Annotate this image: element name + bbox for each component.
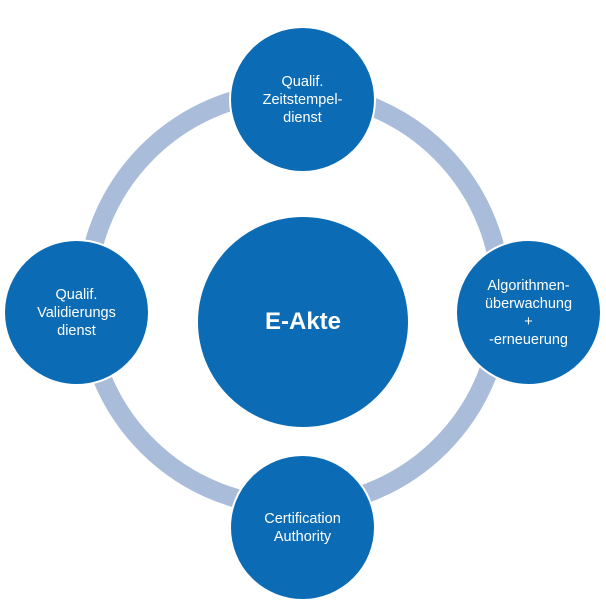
node-validierungsdienst-line-3: dienst	[57, 322, 96, 339]
node-validierungsdienst-label: Qualif. Validierungs dienst	[37, 286, 116, 340]
node-algorithmenueberwachung-label: Algorithmen- überwachung + -erneuerung	[485, 277, 572, 349]
node-algorithmenueberwachung: Algorithmen- überwachung + -erneuerung	[455, 239, 602, 386]
node-certification-authority-line-1: Certification	[264, 510, 341, 527]
node-zeitstempeldienst-line-2: Zeitstempel-	[262, 91, 343, 108]
node-algorithmenueberwachung-line-2: überwachung	[484, 295, 573, 312]
node-validierungsdienst-line-1: Qualif.	[55, 286, 98, 303]
node-certification-authority-label: Certification Authority	[264, 510, 341, 546]
node-algorithmenueberwachung-line-4: -erneuerung	[488, 331, 568, 348]
node-zeitstempeldienst-label: Qualif. Zeitstempel- dienst	[263, 73, 343, 127]
node-validierungsdienst-line-2: Validierungs	[37, 304, 116, 321]
node-certification-authority: Certification Authority	[229, 454, 376, 601]
node-algorithmenueberwachung-line-3: +	[524, 313, 533, 330]
node-validierungsdienst: Qualif. Validierungs dienst	[3, 239, 150, 386]
center-node-text: E-Akte	[264, 308, 342, 335]
node-algorithmenueberwachung-line-1: Algorithmen-	[487, 277, 570, 294]
node-certification-authority-line-2: Authority	[273, 528, 332, 545]
node-zeitstempeldienst-line-1: Qualif.	[281, 73, 324, 90]
node-zeitstempeldienst: Qualif. Zeitstempel- dienst	[229, 26, 376, 173]
node-zeitstempeldienst-line-3: dienst	[283, 109, 322, 126]
center-node-e-akte: E-Akte	[196, 215, 410, 429]
center-node-label: E-Akte	[265, 308, 341, 336]
